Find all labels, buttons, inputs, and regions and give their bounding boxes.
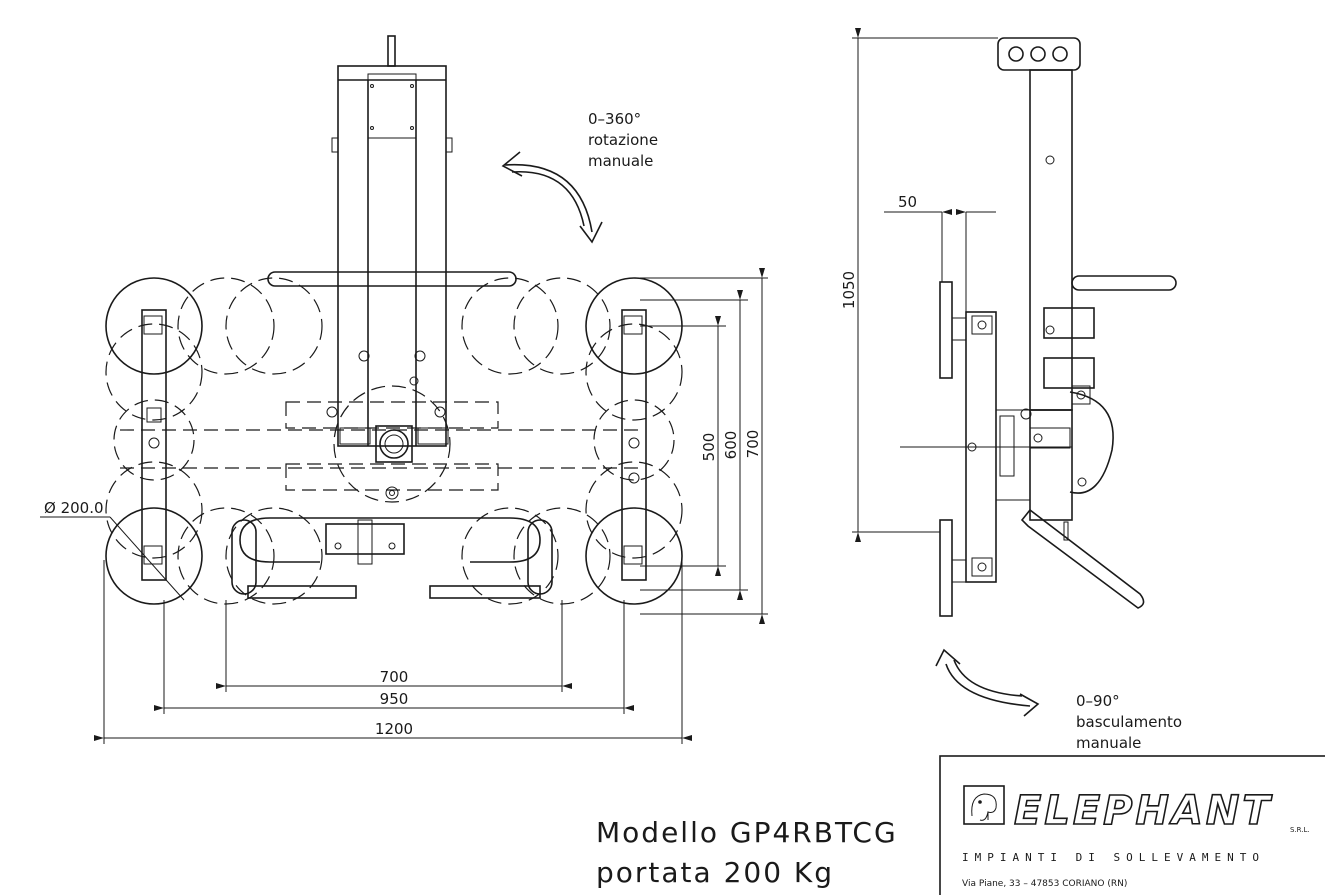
company-subtitle: IMPIANTI DI SOLLEVAMENTO [962,851,1265,864]
brand-suffix: S.R.L. [1290,826,1310,834]
side-view: 50 1050 0–90° basculamento manuale [840,28,1182,752]
diameter-label: Ø 200.0 [44,499,104,517]
tilt-range-label: 0–90° [1076,692,1120,710]
brand-name: ELEPHANT [1014,788,1273,834]
dim-height-600: 600 [722,431,740,460]
front-view: Ø 200.0 700 950 1200 500 600 700 0–360° [40,35,768,744]
rotation-label-line1: rotazione [588,131,658,149]
dim-height-700: 700 [744,430,762,459]
dim-offset-50: 50 [898,193,917,211]
model-name: Modello GP4RBTCG [596,816,898,849]
dim-width-950: 950 [380,690,409,708]
rotation-label-line2: manuale [588,152,653,170]
tilt-label-line2: manuale [1076,734,1141,752]
dim-height-1050: 1050 [840,271,858,309]
elephant-logo-icon [963,785,1005,825]
title-block: ELEPHANT S.R.L. IMPIANTI DI SOLLEVAMENTO… [939,755,1325,895]
company-address: Via Piane, 33 – 47853 CORIANO (RN) [962,879,1127,889]
dim-width-1200: 1200 [375,720,413,738]
tilt-label-line1: basculamento [1076,713,1182,731]
dim-width-700: 700 [380,668,409,686]
rotation-range-label: 0–360° [588,110,641,128]
model-capacity: portata 200 Kg [596,856,834,889]
dim-height-500: 500 [700,433,718,462]
